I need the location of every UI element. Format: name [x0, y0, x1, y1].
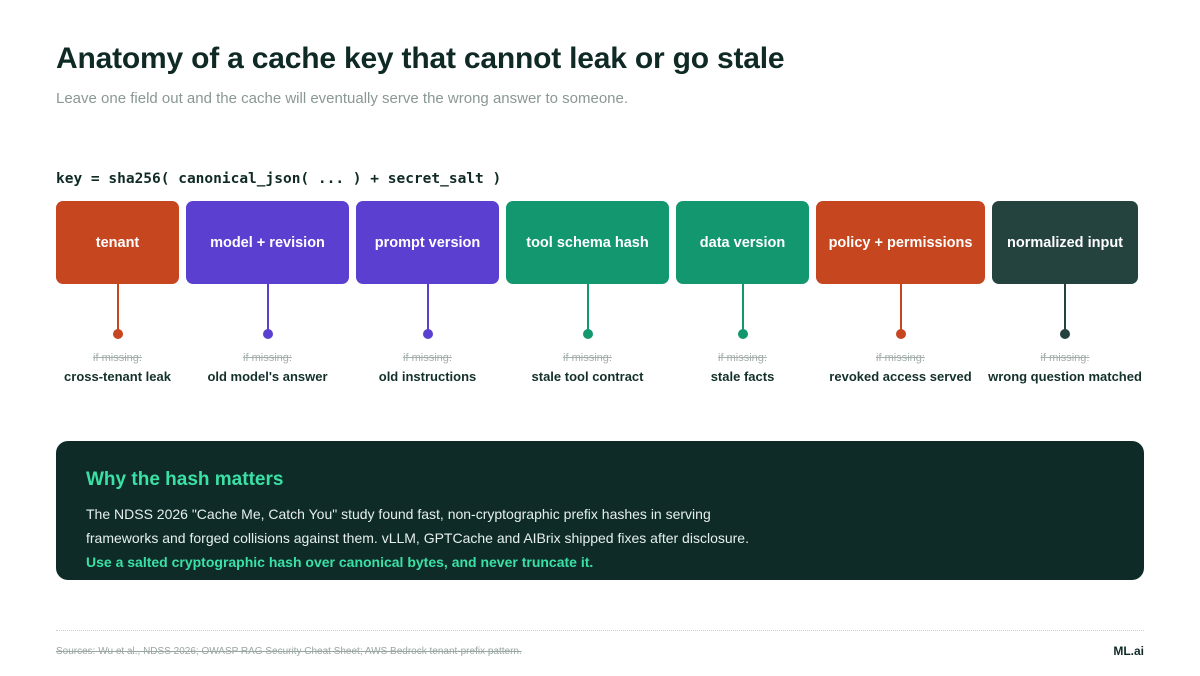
missing-consequence: if missing: stale tool contract — [503, 352, 673, 384]
consequence-text: wrong question matched — [988, 369, 1142, 384]
panel-body-line: The NDSS 2026 "Cache Me, Catch You" stud… — [86, 506, 711, 522]
connector-dot — [737, 329, 748, 339]
if-missing-label: if missing: — [1040, 352, 1090, 364]
connector-line — [899, 284, 902, 332]
key-field-box: tenant — [56, 201, 179, 284]
key-field-box: model + revision — [186, 201, 349, 284]
consequence-text: cross-tenant leak — [64, 369, 171, 384]
consequence-text: old instructions — [378, 369, 477, 384]
connector-line — [426, 284, 429, 332]
key-field-box: policy + permissions — [816, 201, 985, 284]
if-missing-label: if missing: — [403, 352, 452, 364]
panel-emphasis: Use a salted cryptographic hash over can… — [86, 554, 594, 570]
panel-title: Why the hash matters — [86, 469, 284, 490]
connector-dot — [1060, 329, 1070, 339]
connector-line — [266, 284, 269, 332]
brand-logo: ML.ai — [1113, 644, 1144, 658]
why-hash-panel: Why the hash matters The NDSS 2026 "Cach… — [56, 441, 1144, 580]
panel-body-line: frameworks and forged collisions against… — [86, 530, 749, 546]
connector-dot — [895, 329, 906, 339]
consequence-text: stale facts — [710, 369, 775, 384]
connector-line — [586, 284, 589, 332]
key-field-box: tool schema hash — [506, 201, 669, 284]
missing-consequence: if missing: old instructions — [343, 352, 513, 384]
consequence-text: stale tool contract — [531, 369, 644, 384]
if-missing-label: if missing: — [243, 352, 292, 364]
missing-consequence: if missing: wrong question matched — [980, 352, 1150, 384]
key-field-box: normalized input — [992, 201, 1138, 284]
key-formula: key = sha256( canonical_json( ... ) + se… — [56, 171, 502, 187]
consequence-text: revoked access served — [829, 369, 972, 384]
key-field-box: data version — [676, 201, 809, 284]
if-missing-label: if missing: — [563, 352, 612, 364]
footer-divider — [56, 630, 1144, 631]
missing-consequence: if missing: revoked access served — [816, 352, 986, 384]
if-missing-label: if missing: — [718, 352, 767, 364]
key-fields-diagram: tenant if missing: cross-tenant leak model … — [33, 201, 1150, 384]
page-title: Anatomy of a cache key that cannot leak … — [56, 42, 785, 75]
connector-line — [741, 284, 744, 332]
connector-dot — [422, 329, 433, 339]
missing-consequence: if missing: old model's answer — [183, 352, 353, 384]
if-missing-label: if missing: — [876, 352, 925, 364]
footer-sources: Sources: Wu et al., NDSS 2026; OWASP RAG… — [56, 646, 522, 657]
connector-line — [1064, 284, 1066, 332]
if-missing-label: if missing: — [93, 352, 142, 364]
connector-line — [116, 284, 119, 332]
connector-dot — [582, 329, 593, 339]
connector-dot — [262, 329, 273, 339]
connector-dot — [112, 329, 123, 339]
page-subtitle: Leave one field out and the cache will e… — [56, 90, 629, 107]
panel-body: The NDSS 2026 "Cache Me, Catch You" stud… — [86, 502, 1114, 550]
consequence-text: old model's answer — [207, 369, 328, 384]
missing-consequence: if missing: cross-tenant leak — [33, 352, 203, 384]
key-field-box: prompt version — [356, 201, 499, 284]
missing-consequence: if missing: stale facts — [658, 352, 828, 384]
